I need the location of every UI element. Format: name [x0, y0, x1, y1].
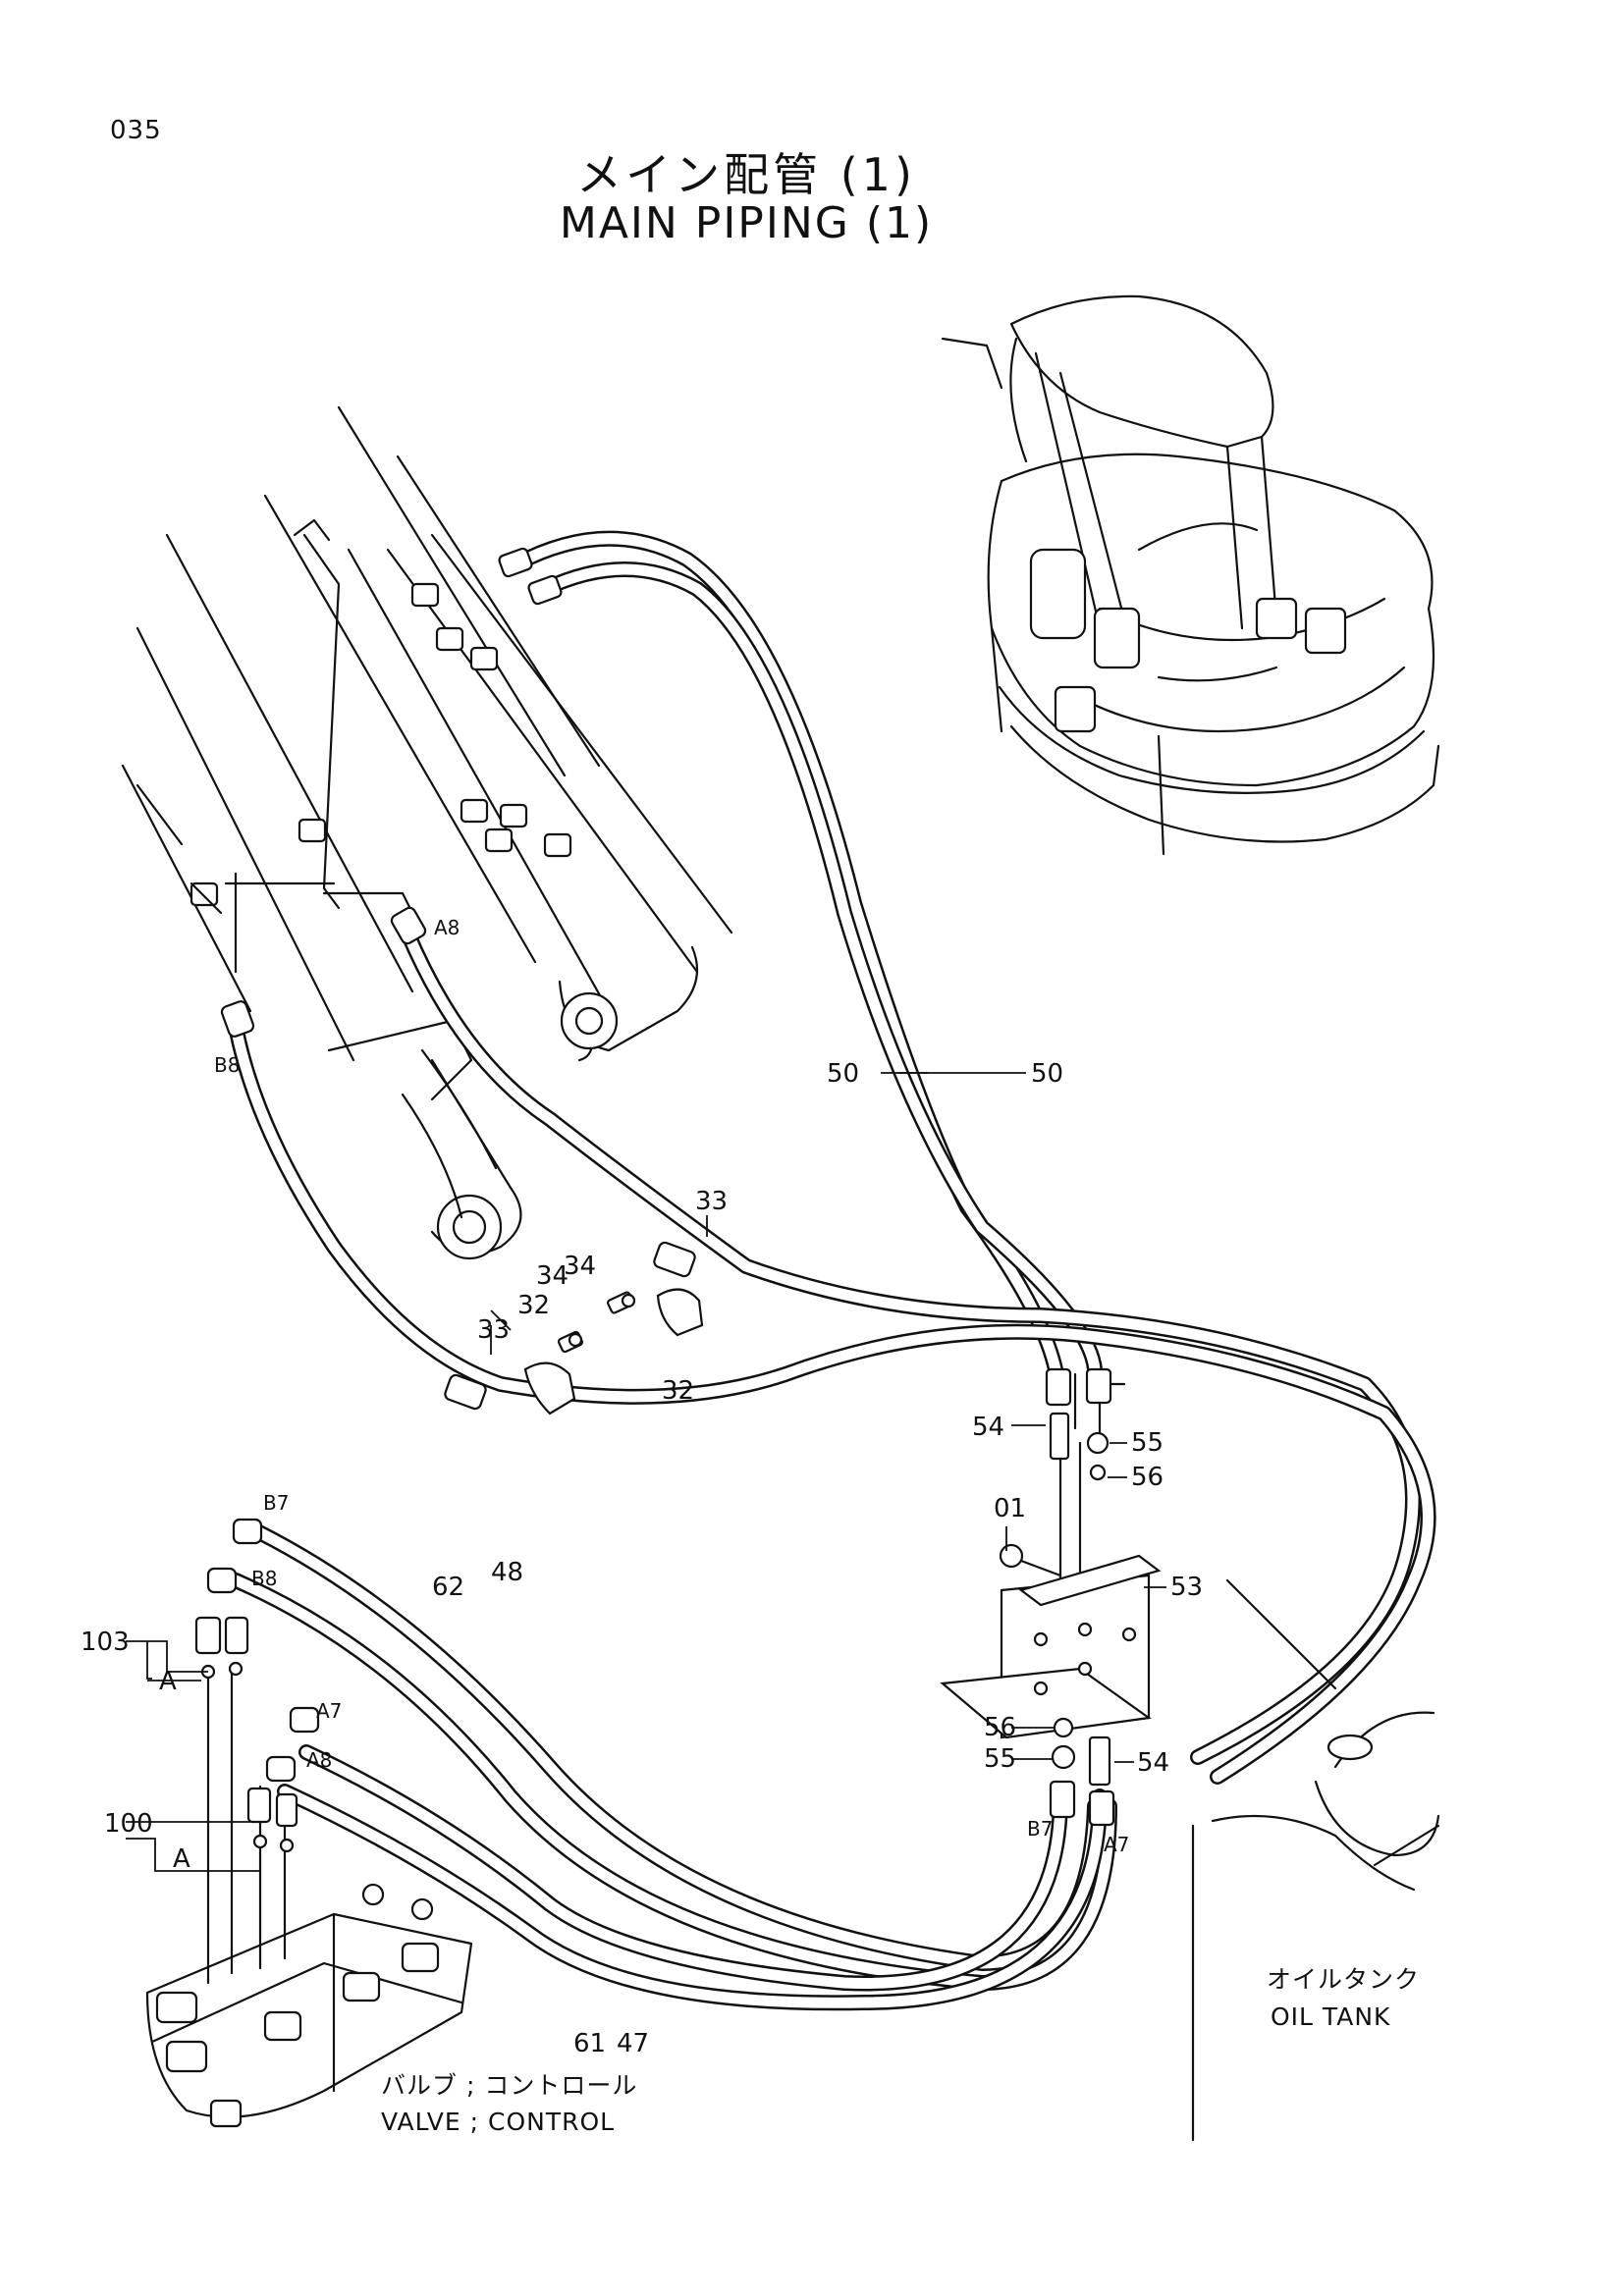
port-label-b7-tank: B7 — [1027, 1817, 1053, 1841]
callout-labels: 50 50 33 33 34 34 32 32 54 54 55 55 56 5… — [81, 1059, 1203, 2058]
page-number: 035 — [110, 116, 162, 145]
port-labels: A8 B8 B7 B8 A7 A8 B7 A7 — [214, 916, 1129, 1856]
callout-32-upper: 32 — [517, 1291, 550, 1320]
callout-100: 100 — [104, 1809, 153, 1839]
control-valve-illustration — [145, 1667, 473, 2128]
callout-54-bottom: 54 — [1137, 1748, 1169, 1778]
callout-33-upper: 33 — [695, 1187, 728, 1216]
port-label-a7-tank: A7 — [1104, 1833, 1129, 1856]
clamp-bolt-parts — [523, 1288, 704, 1415]
port-label-a8-boom: A8 — [434, 916, 460, 939]
callout-48: 48 — [491, 1558, 523, 1587]
caption-valve-en: VALVE ; CONTROL — [381, 2108, 615, 2136]
port-label-a8-valve: A8 — [306, 1748, 332, 1772]
callout-61: 61 — [573, 2029, 606, 2058]
callout-62: 62 — [432, 1573, 464, 1602]
callout-56-top: 56 — [1131, 1463, 1164, 1492]
callout-103: 103 — [81, 1628, 130, 1657]
callout-54-top: 54 — [972, 1413, 1004, 1442]
title-english: MAIN PIPING (1) — [559, 198, 934, 248]
hose-set-boom-a8-b8 — [220, 906, 1436, 1785]
callout-50-left: 50 — [827, 1059, 859, 1089]
hose-set-valve-62-48-61-47 — [228, 1523, 1117, 2011]
callout-55-bottom: 55 — [984, 1744, 1016, 1774]
callout-53: 53 — [1170, 1573, 1203, 1602]
excavator-cab-illustration — [941, 294, 1440, 856]
callout-34-right: 34 — [564, 1252, 596, 1281]
oil-tank-illustration — [1191, 1711, 1440, 2142]
bracket-53 — [940, 1367, 1337, 1827]
hose-set-50 — [498, 530, 1103, 1377]
callout-a-upper: A — [159, 1667, 177, 1696]
port-label-b7-valve: B7 — [263, 1491, 289, 1515]
callout-33-lower: 33 — [477, 1315, 510, 1345]
leader-lines — [126, 1072, 1166, 1872]
caption-oil-tank-en: OIL TANK — [1271, 2002, 1390, 2031]
title-japanese: メイン配管 (1) — [576, 148, 916, 201]
port-label-b8-valve: B8 — [251, 1567, 277, 1590]
callout-a-lower: A — [173, 1844, 190, 1874]
callout-01: 01 — [994, 1494, 1026, 1523]
boom-cylinder-illustration — [121, 405, 733, 1260]
port-label-b8-boom: B8 — [214, 1053, 240, 1077]
callout-47: 47 — [617, 2029, 649, 2058]
port-label-a7-valve: A7 — [316, 1699, 342, 1723]
caption-valve-jp: バルブ ; コントロール — [381, 2071, 637, 2100]
callout-55-top: 55 — [1131, 1428, 1164, 1458]
callout-50-right: 50 — [1031, 1059, 1063, 1089]
callout-32-lower: 32 — [662, 1376, 694, 1406]
callout-34-left: 34 — [536, 1261, 568, 1291]
caption-oil-tank-jp: オイルタンク — [1267, 1965, 1420, 1994]
captions: オイルタンク OIL TANK バルブ ; コントロール VALVE ; CON… — [381, 1965, 1420, 2136]
callout-56-bottom: 56 — [984, 1713, 1016, 1742]
valve-port-fittings — [194, 1518, 320, 1853]
